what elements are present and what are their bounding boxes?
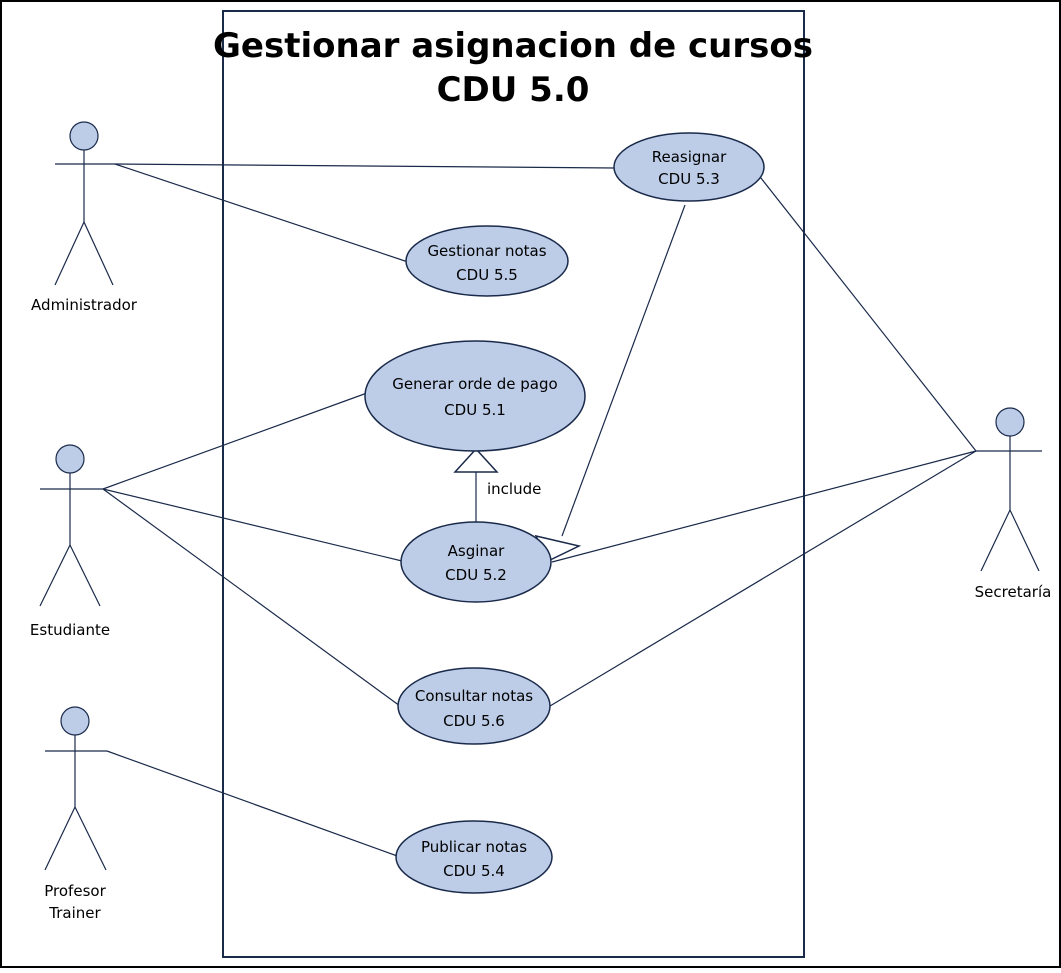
actor-leg-left <box>980 509 1011 572</box>
use-case-id: CDU 5.1 <box>444 401 506 419</box>
assoc-secretaria-reasignar <box>756 172 977 452</box>
actor-name-profesor: Profesor <box>44 882 106 900</box>
use-case-ellipse <box>613 132 765 202</box>
use-case-name: Reasignar <box>652 148 727 166</box>
use-case-name: Asginar <box>448 542 505 560</box>
assoc-admin-reasignar <box>114 163 616 169</box>
actor-administrador <box>54 121 115 286</box>
use-case-id: CDU 5.6 <box>443 712 505 730</box>
actor-name-administrador: Administrador <box>31 296 138 314</box>
actor-estudiante <box>39 444 103 607</box>
actor-secretaria <box>976 407 1042 572</box>
use-case-gestionar-notas: Gestionar notas CDU 5.5 <box>405 225 569 297</box>
use-case-consultar-notas: Consultar notas CDU 5.6 <box>397 667 551 745</box>
assoc-secretaria-consultar-notas <box>549 450 977 707</box>
use-case-name: Gestionar notas <box>427 242 546 260</box>
use-case-ellipse <box>397 667 551 745</box>
include-relation: include <box>453 447 541 522</box>
assoc-estudiante-consultar-notas <box>102 488 401 707</box>
use-case-name: Consultar notas <box>415 687 533 705</box>
actor-profesor-trainer <box>44 706 107 871</box>
include-arrowhead <box>453 447 499 473</box>
actor-head <box>60 706 90 736</box>
use-case-ellipse <box>400 521 552 603</box>
actor-leg-right <box>74 806 107 871</box>
use-case-publicar-notas: Publicar notas CDU 5.4 <box>395 820 553 894</box>
diagram-title-line2: CDU 5.0 <box>437 70 590 110</box>
actor-name-secretaria: Secretaría <box>975 583 1052 601</box>
use-case-name: Generar orde de pago <box>392 375 557 393</box>
association-lines <box>102 163 977 858</box>
system-boundary <box>222 10 805 958</box>
use-case-id: CDU 5.2 <box>445 566 507 584</box>
use-case-ellipse <box>395 820 553 894</box>
actor-name-trainer: Trainer <box>48 904 101 922</box>
diagram-title-line1: Gestionar asignacion de cursos <box>213 26 813 66</box>
generalization-line <box>561 204 686 537</box>
use-case-id: CDU 5.4 <box>443 862 505 880</box>
use-case-reasignar: Reasignar CDU 5.3 <box>613 132 765 202</box>
actor-leg-right <box>83 221 114 286</box>
actor-leg-left <box>39 544 71 607</box>
actor-leg-right <box>69 544 101 607</box>
actor-leg-right <box>1009 509 1040 572</box>
use-case-id: CDU 5.5 <box>456 266 518 284</box>
actor-leg-left <box>44 806 76 871</box>
assoc-admin-gestionar-notas <box>114 163 409 263</box>
assoc-estudiante-generar-pago <box>102 392 368 490</box>
assoc-estudiante-asginar <box>102 488 403 562</box>
use-case-name: Publicar notas <box>421 838 527 856</box>
use-case-id: CDU 5.3 <box>658 170 720 188</box>
use-case-ellipse <box>405 225 569 297</box>
assoc-secretaria-asginar <box>551 450 977 563</box>
actor-head <box>69 121 99 151</box>
use-case-ellipse <box>364 340 586 452</box>
use-case-asginar: Asginar CDU 5.2 <box>400 521 552 603</box>
include-label: include <box>487 480 541 498</box>
actor-head <box>55 444 85 474</box>
use-case-generar-orden-pago: Generar orde de pago CDU 5.1 <box>364 340 586 452</box>
actor-head <box>995 407 1025 437</box>
actor-leg-left <box>54 221 85 286</box>
assoc-profesor-publicar-notas <box>106 750 401 858</box>
actor-name-estudiante: Estudiante <box>30 621 110 639</box>
